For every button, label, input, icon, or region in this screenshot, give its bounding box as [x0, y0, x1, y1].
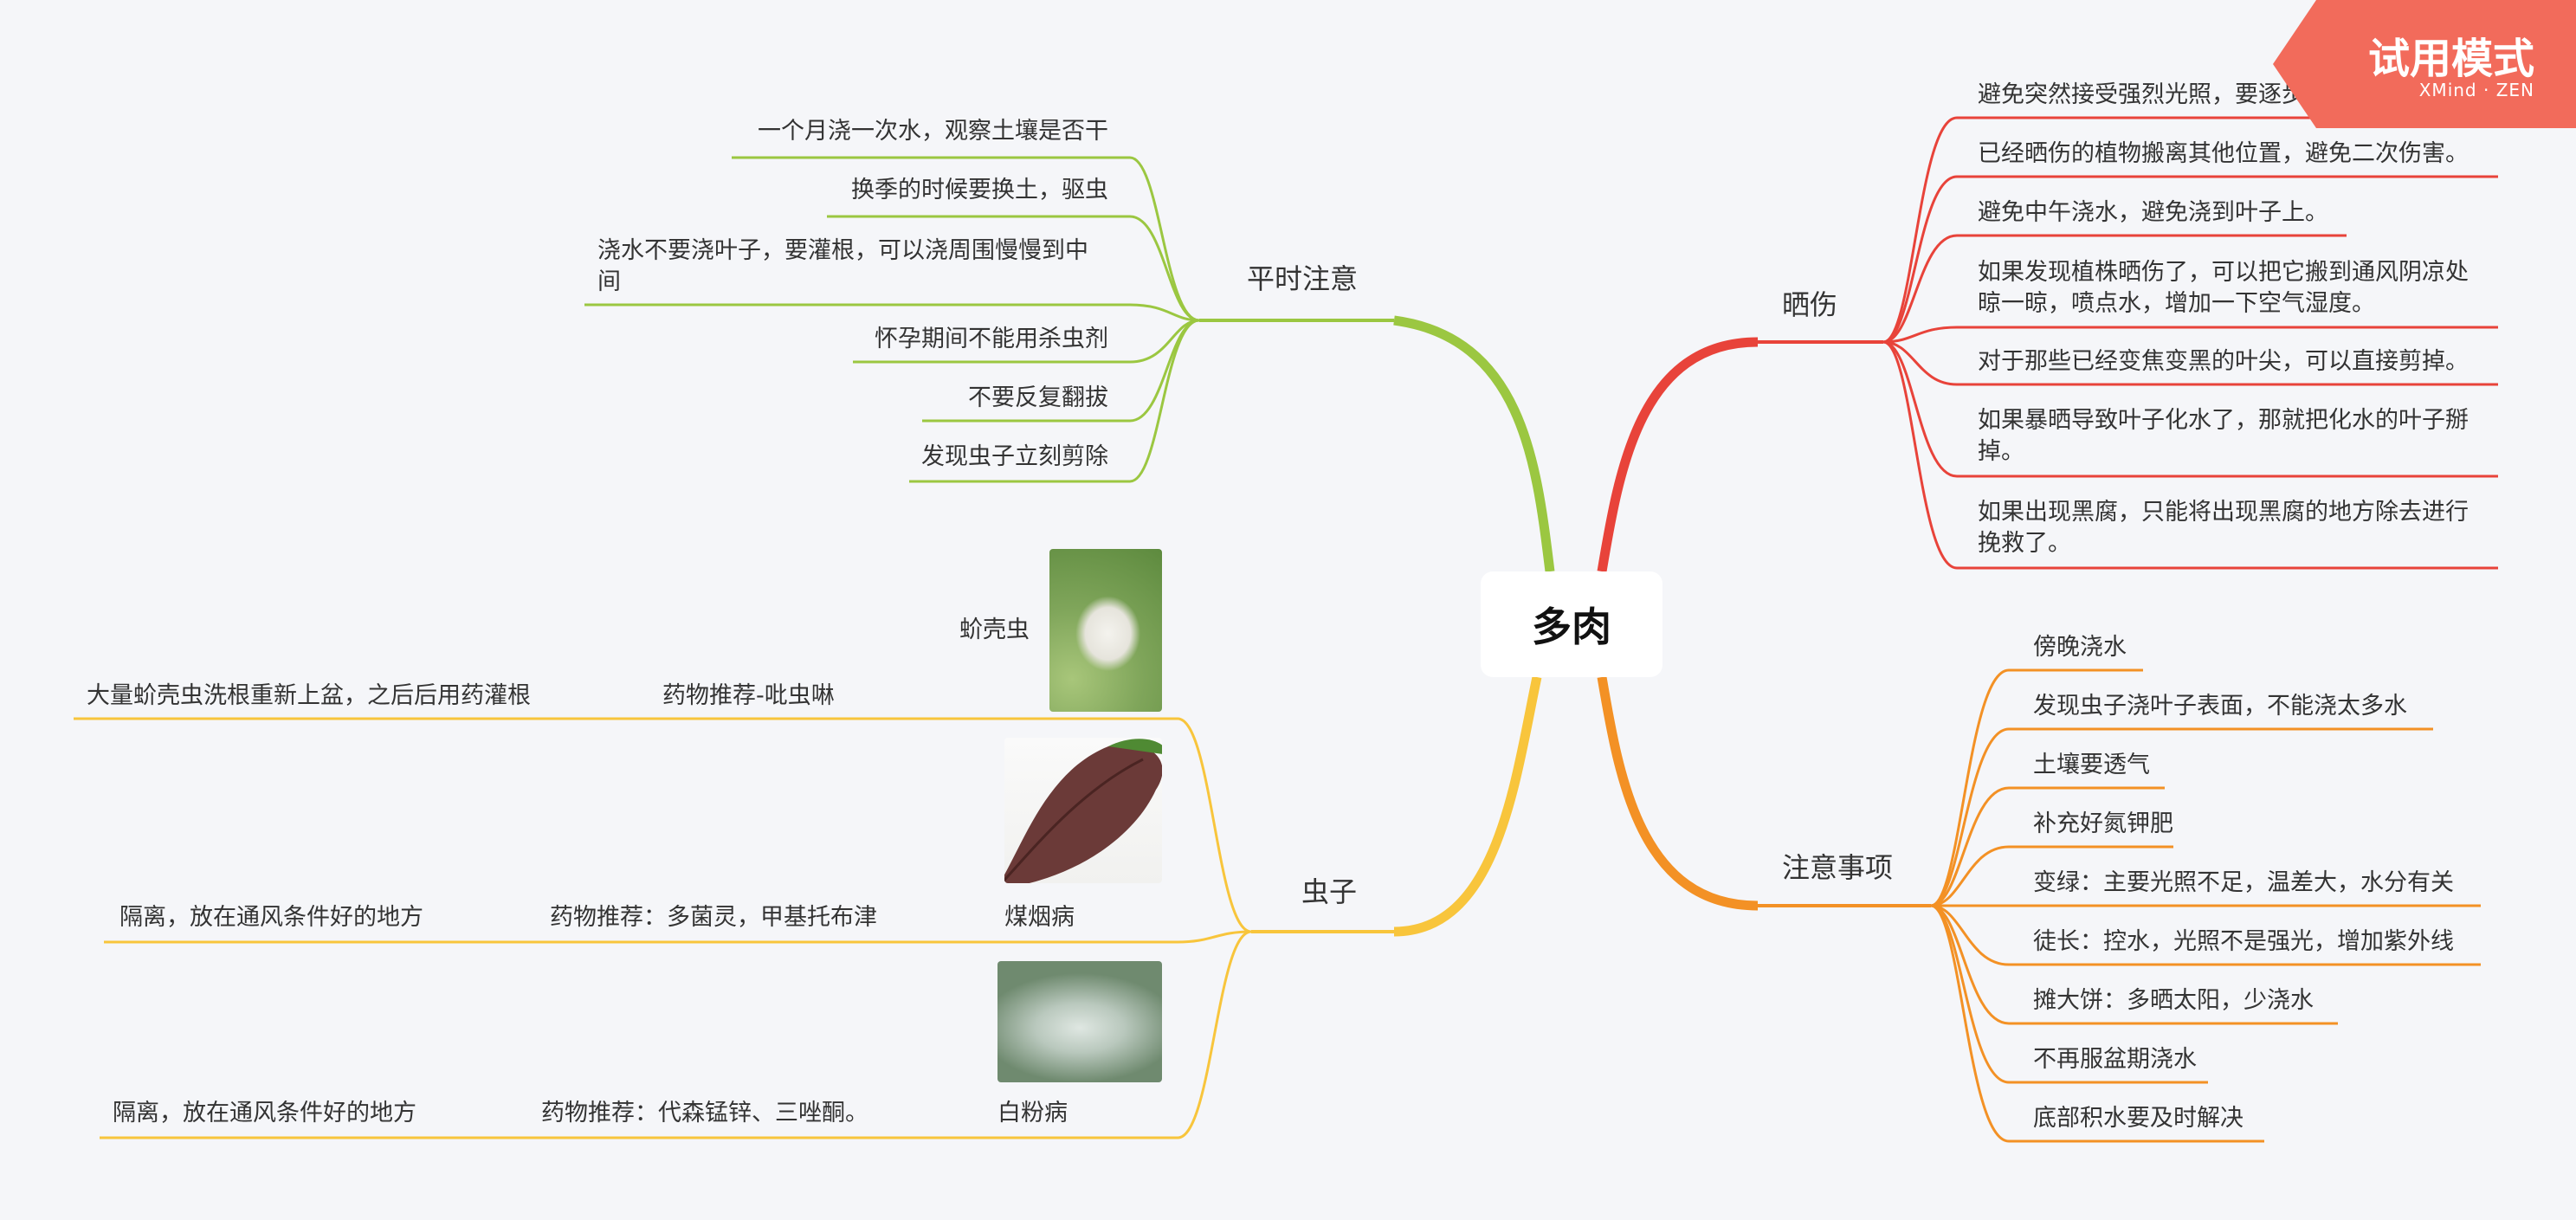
- notes-item-2[interactable]: 发现虫子浇叶子表面，不能浇太多水: [2033, 693, 2407, 720]
- notes-item-7[interactable]: 摊大饼：多晒太阳，少浇水: [2033, 987, 2314, 1014]
- branch-daily-label[interactable]: 平时注意: [1247, 262, 1359, 295]
- bug-action-mealybug[interactable]: 大量蚧壳虫洗根重新上盆，之后后用药灌根: [87, 682, 531, 709]
- bug-medicine-sooty-mold[interactable]: 药物推荐：多菌灵，甲基托布津: [550, 904, 877, 931]
- sunburn-connectors: [1597, 116, 2498, 572]
- sunburn-item-3[interactable]: 避免中午浇水，避免浇到叶子上。: [1978, 199, 2328, 226]
- xmind-brand: XMind · ZEN: [2418, 80, 2534, 100]
- notes-item-9[interactable]: 底部积水要及时解决: [2033, 1105, 2244, 1132]
- trial-mode-badge[interactable]: 试用模式 XMind · ZEN: [2273, 0, 2576, 128]
- badge-shape: [2273, 0, 2576, 128]
- daily-connectors: [584, 156, 1555, 572]
- daily-item-1[interactable]: 一个月浇一次水，观察土壤是否干: [758, 118, 1108, 145]
- bug-name-sooty-mold[interactable]: 煤烟病: [1004, 904, 1075, 931]
- sunburn-item-2[interactable]: 已经晒伤的植物搬离其他位置，避免二次伤害。: [1978, 140, 2469, 167]
- bug-action-powdery-mildew[interactable]: 隔离，放在通风条件好的地方: [113, 1100, 416, 1126]
- notes-item-3[interactable]: 土壤要透气: [2033, 752, 2150, 778]
- bugs-connectors: [74, 675, 1542, 1139]
- sunburn-item-6[interactable]: 如果暴晒导致叶子化水了，那就把化水的叶子掰: [1978, 407, 2469, 434]
- sunburn-item-4-cont[interactable]: 晾一晾，喷点水，增加一下空气湿度。: [1978, 290, 2375, 317]
- sunburn-item-4[interactable]: 如果发现植株晒伤了，可以把它搬到通风阴凉处: [1978, 259, 2469, 286]
- trial-mode-title: 试用模式: [2367, 35, 2534, 83]
- daily-item-3-cont[interactable]: 间: [597, 268, 621, 295]
- daily-item-3[interactable]: 浇水不要浇叶子，要灌根，可以浇周围慢慢到中: [597, 237, 1088, 264]
- branch-sunburn-label[interactable]: 晒伤: [1782, 288, 1838, 321]
- daily-item-4[interactable]: 怀孕期间不能用杀虫剂: [875, 326, 1108, 352]
- notes-item-4[interactable]: 补充好氮钾肥: [2033, 810, 2173, 837]
- bug-medicine-mealybug[interactable]: 药物推荐-吡虫啉: [662, 682, 835, 709]
- bug-action-sooty-mold[interactable]: 隔离，放在通风条件好的地方: [119, 904, 423, 931]
- branch-bugs-label[interactable]: 虫子: [1301, 875, 1358, 908]
- sooty-mold-image: [1004, 738, 1162, 883]
- bug-name-mealybug[interactable]: 蚧壳虫: [959, 616, 1030, 643]
- sunburn-item-5[interactable]: 对于那些已经变焦变黑的叶尖，可以直接剪掉。: [1978, 348, 2469, 375]
- notes-item-5[interactable]: 变绿：主要光照不足，温差大，水分有关: [2033, 869, 2454, 896]
- bug-name-powdery-mildew[interactable]: 白粉病: [997, 1100, 1068, 1126]
- notes-item-1[interactable]: 傍晚浇水: [2033, 634, 2127, 661]
- mealybug-image: [1049, 549, 1162, 712]
- sunburn-item-6-cont[interactable]: 掉。: [1978, 438, 2024, 465]
- daily-item-6[interactable]: 发现虫子立刻剪除: [921, 443, 1108, 470]
- daily-item-2[interactable]: 换季的时候要换土，驱虫: [851, 177, 1108, 203]
- bug-medicine-powdery-mildew[interactable]: 药物推荐：代森锰锌、三唑酮。: [541, 1100, 868, 1126]
- daily-item-5[interactable]: 不要反复翻拔: [968, 384, 1108, 411]
- sunburn-item-7[interactable]: 如果出现黑腐，只能将出现黑腐的地方除去进行: [1978, 499, 2469, 526]
- powdery-mildew-image: [997, 961, 1162, 1082]
- notes-item-6[interactable]: 徒长：控水，光照不是强光，增加紫外线: [2033, 928, 2454, 955]
- sunburn-item-7-cont[interactable]: 挽救了。: [1978, 530, 2071, 557]
- branch-notes-label[interactable]: 注意事项: [1782, 851, 1894, 884]
- central-topic[interactable]: 多肉: [1481, 571, 1662, 677]
- notes-item-8[interactable]: 不再服盆期浇水: [2033, 1046, 2197, 1073]
- notes-connectors: [1597, 668, 2481, 1143]
